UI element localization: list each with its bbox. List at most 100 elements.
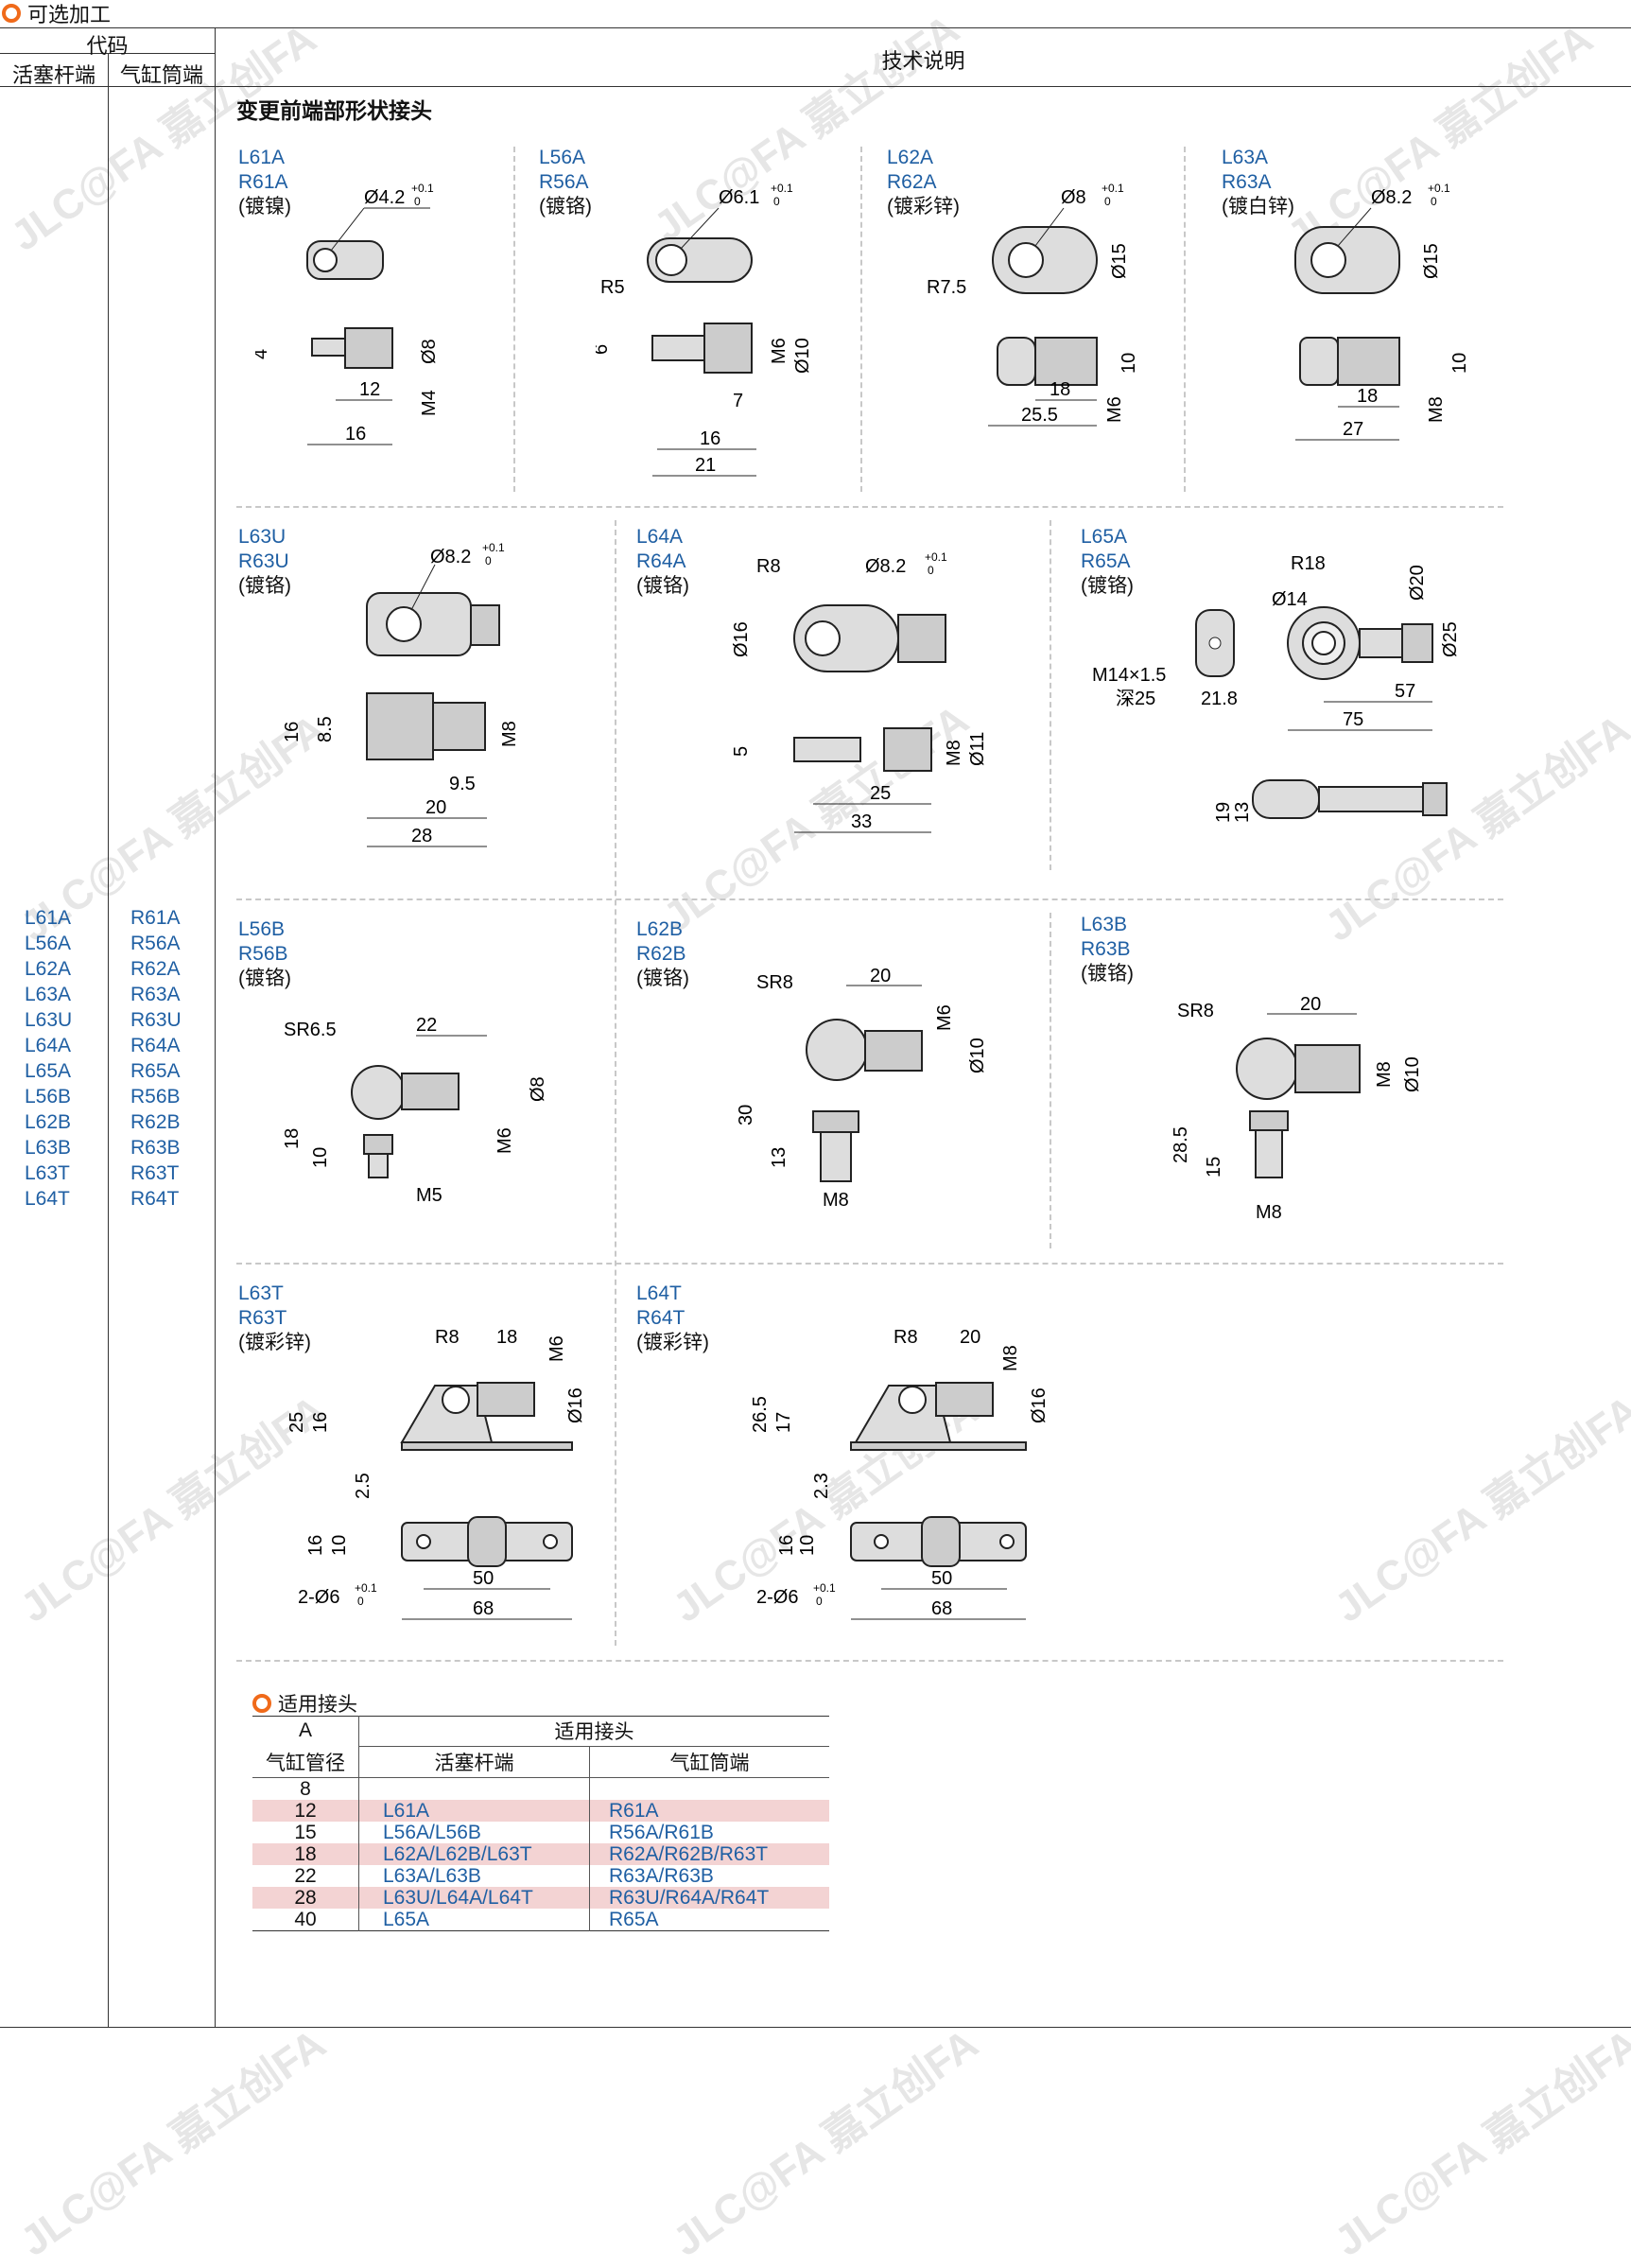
table-row: 28 L63U/L64A/L64T R63U/R64A/R64T [252, 1887, 829, 1909]
svg-text:+0.1: +0.1 [1102, 182, 1124, 195]
table-cell-piston: L56A/L56B [358, 1822, 590, 1843]
svg-text:0: 0 [1431, 195, 1437, 208]
svg-text:M6: M6 [547, 1335, 567, 1362]
header-bottom-border [0, 86, 1631, 87]
svg-text:0: 0 [773, 195, 780, 208]
svg-text:M8: M8 [1000, 1345, 1021, 1371]
table-cell-bore: 15 [252, 1822, 359, 1843]
svg-text:30: 30 [736, 1105, 756, 1125]
table-cell-cylinder [590, 1778, 830, 1801]
list-item: L61A [25, 907, 72, 929]
drawing-64t: R8 20 M8 Ø16 26.5 17 2.3 16 10 2-Ø6 +0.1… [719, 1324, 1050, 1636]
svg-text:+0.1: +0.1 [925, 550, 947, 564]
col-divider [513, 147, 515, 492]
table-cell-cylinder: R61A [589, 1800, 829, 1822]
table-row: 12 L61A R61A [252, 1800, 829, 1822]
table-cell-cylinder: R65A [609, 1909, 659, 1930]
svg-text:16: 16 [310, 1412, 331, 1433]
list-item: L65A [25, 1060, 72, 1082]
svg-text:25: 25 [286, 1412, 307, 1433]
svg-text:0: 0 [816, 1595, 823, 1608]
drawing-63b: SR8 20 M8 Ø10 28.5 15 M8 [1144, 974, 1475, 1239]
table-header-joint: 适用接头 [358, 1716, 829, 1747]
svg-text:2-Ø6: 2-Ø6 [298, 1587, 339, 1608]
svg-text:7: 7 [733, 391, 743, 411]
table-cell-cylinder: R63U/R64A/R64T [589, 1887, 829, 1909]
table-row: 18 L62A/L62B/L63T R62A/R62B/R63T [252, 1843, 829, 1865]
svg-text:15: 15 [1204, 1157, 1224, 1178]
drawing-62a: Ø8 +0.1 0 R7.5 Ø15 10 M6 18 25.5 [908, 175, 1182, 459]
table-header-a: A [252, 1716, 359, 1747]
svg-text:Ø15: Ø15 [1109, 243, 1130, 279]
svg-text:26.5: 26.5 [750, 1396, 771, 1433]
svg-text:20: 20 [1300, 994, 1321, 1015]
svg-text:20: 20 [425, 797, 446, 818]
drawing-65a: M14×1.5 深25 21.8 R18 Ø14 Ø20 Ø25 57 75 1… [1087, 549, 1522, 861]
svg-text:50: 50 [473, 1568, 494, 1589]
list-item: L56B [25, 1086, 72, 1108]
svg-text:M8: M8 [1256, 1202, 1282, 1223]
svg-text:0: 0 [928, 564, 934, 577]
svg-text:Ø8: Ø8 [419, 339, 440, 364]
col-divider [860, 147, 862, 492]
list-item: L64A [25, 1035, 72, 1056]
circle-bullet-icon [2, 4, 21, 23]
table-cell-bore: 40 [252, 1909, 359, 1931]
table-cell-piston: L62A/L62B/L63T [358, 1843, 590, 1865]
svg-text:4: 4 [255, 349, 271, 359]
svg-text:R18: R18 [1291, 553, 1326, 574]
svg-text:68: 68 [931, 1598, 952, 1619]
svg-text:Ø16: Ø16 [731, 621, 752, 657]
svg-text:0: 0 [414, 195, 421, 208]
list-item: L63A [25, 984, 72, 1005]
svg-text:M8: M8 [1374, 1061, 1395, 1088]
svg-text:2.3: 2.3 [811, 1473, 832, 1499]
table-cell-bore: 28 [252, 1887, 359, 1909]
svg-text:+0.1: +0.1 [1428, 182, 1450, 195]
svg-text:M6: M6 [769, 338, 789, 364]
drawing-62b: SR8 20 M6 Ø10 30 13 M8 [728, 955, 1040, 1239]
svg-text:33: 33 [851, 811, 872, 832]
svg-text:0: 0 [1104, 195, 1111, 208]
list-item: L63B [25, 1137, 72, 1159]
svg-text:5: 5 [731, 746, 752, 757]
section-title: 可选加工 [2, 0, 111, 26]
svg-text:Ø16: Ø16 [1029, 1387, 1050, 1423]
svg-text:28.5: 28.5 [1171, 1126, 1191, 1163]
svg-text:68: 68 [473, 1598, 494, 1619]
drawing-61a: Ø4.2 +0.1 0 4 Ø8 M4 12 16 [251, 175, 511, 459]
svg-text:M6: M6 [1104, 396, 1125, 423]
svg-text:SR8: SR8 [756, 972, 793, 993]
list-item: R63A [130, 984, 181, 1005]
svg-text:16: 16 [345, 424, 366, 445]
col-divider [1050, 913, 1051, 1248]
svg-text:2.5: 2.5 [353, 1473, 373, 1499]
svg-text:Ø10: Ø10 [967, 1038, 988, 1073]
svg-text:10: 10 [797, 1535, 818, 1556]
svg-text:Ø8: Ø8 [1061, 187, 1086, 208]
svg-text:+0.1: +0.1 [355, 1581, 377, 1595]
svg-text:Ø10: Ø10 [792, 338, 813, 374]
svg-text:Ø25: Ø25 [1440, 621, 1461, 657]
list-item: R62A [130, 958, 181, 980]
svg-text:M8: M8 [944, 740, 964, 766]
row-divider [236, 1263, 1503, 1265]
svg-text:6: 6 [596, 344, 612, 355]
svg-text:M6: M6 [495, 1127, 515, 1154]
cylinder-code-list: R61A R56A R62A R63A R63U R64A R65A R56B … [130, 905, 182, 1212]
table-row: 40 L65A R65A [252, 1909, 829, 1931]
list-item: R56A [130, 933, 181, 954]
list-item: R62B [130, 1111, 181, 1133]
col-divider-spec [215, 27, 216, 2027]
table-row: 8 [252, 1777, 830, 1801]
svg-text:2-Ø6: 2-Ø6 [756, 1587, 798, 1608]
list-item: R65A [130, 1060, 181, 1082]
svg-text:R8: R8 [435, 1327, 460, 1348]
svg-text:Ø8.2: Ø8.2 [430, 547, 471, 567]
svg-text:+0.1: +0.1 [813, 1581, 836, 1595]
